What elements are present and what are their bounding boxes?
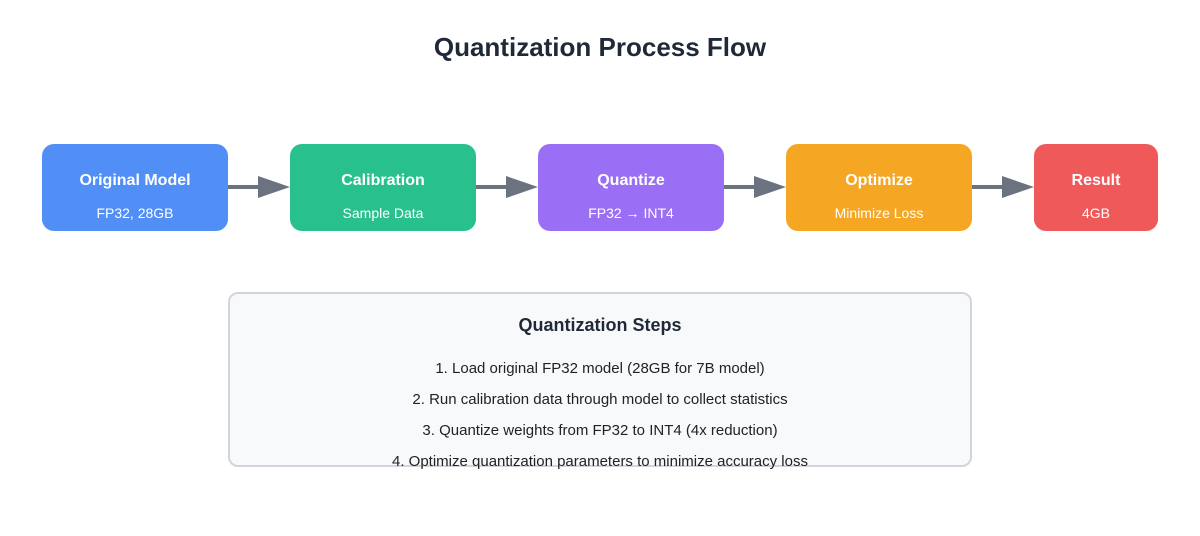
- arrowhead-3: [754, 176, 786, 198]
- node-optimize: Optimize Minimize Loss: [786, 144, 972, 231]
- node-quantize: Quantize FP32 → INT4: [538, 144, 724, 231]
- step-item: 2. Run calibration data through model to…: [412, 391, 788, 408]
- step-item: 4. Optimize quantization parameters to m…: [391, 453, 808, 470]
- arrowhead-1: [258, 176, 290, 198]
- node-title: Quantize: [597, 172, 665, 189]
- steps-heading: Quantization Steps: [518, 315, 682, 335]
- node-subtitle: Minimize Loss: [834, 205, 924, 221]
- node-subtitle: FP32 → INT4: [588, 205, 674, 221]
- step-item: 1. Load original FP32 model (28GB for 7B…: [435, 360, 765, 377]
- node-calibration: Calibration Sample Data: [290, 144, 476, 231]
- node-result: Result 4GB: [1034, 144, 1158, 231]
- node-original-model: Original Model FP32, 28GB: [42, 144, 228, 231]
- arrowhead-4: [1002, 176, 1034, 198]
- step-item: 3. Quantize weights from FP32 to INT4 (4…: [422, 422, 778, 439]
- arrowhead-2: [506, 176, 538, 198]
- node-subtitle: Sample Data: [342, 205, 424, 221]
- node-subtitle: 4GB: [1081, 205, 1110, 221]
- node-subtitle: FP32, 28GB: [96, 205, 174, 221]
- node-title: Calibration: [341, 172, 425, 189]
- node-title: Optimize: [845, 172, 913, 189]
- steps-panel: Quantization Steps 1. Load original FP32…: [228, 292, 972, 470]
- node-title: Original Model: [79, 172, 191, 189]
- diagram-title: Quantization Process Flow: [433, 32, 767, 62]
- node-title: Result: [1071, 172, 1121, 189]
